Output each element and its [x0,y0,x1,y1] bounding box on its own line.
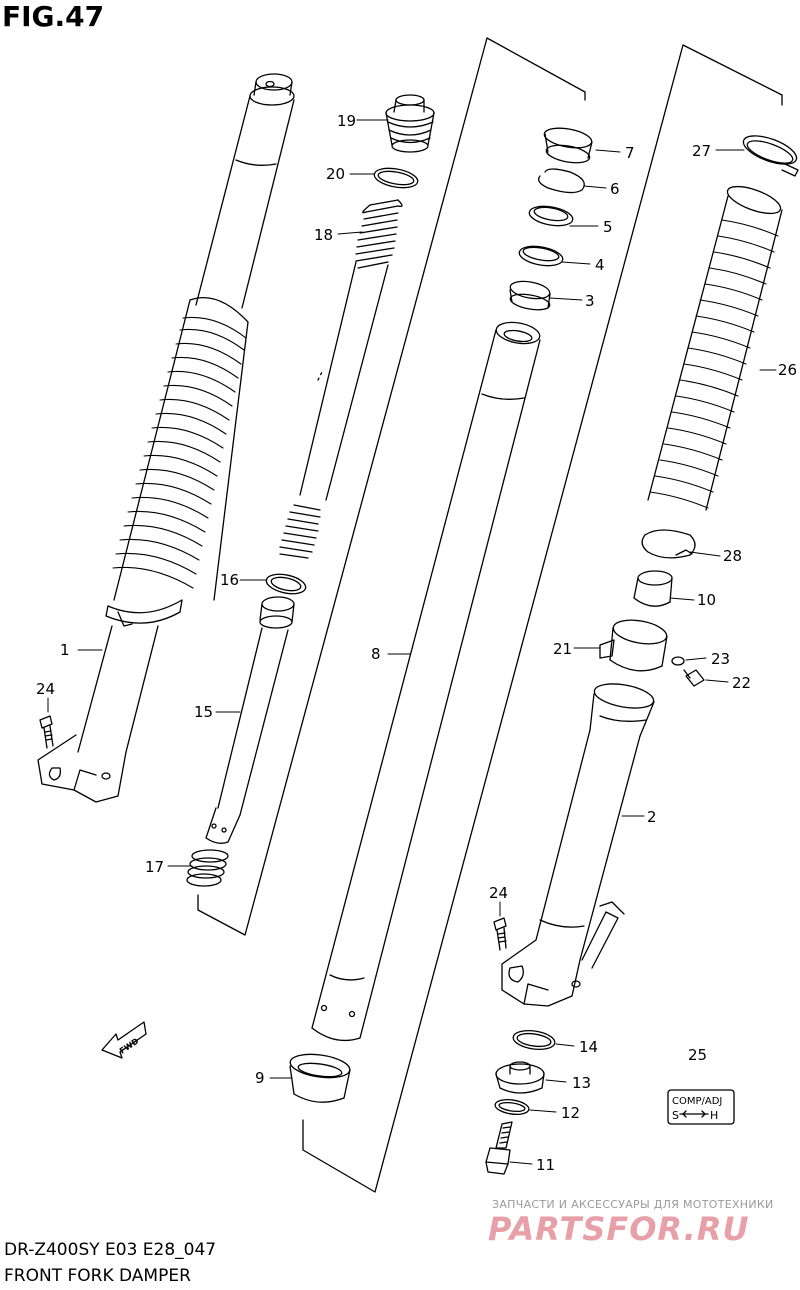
badge-line1: COMP/ADJ [672,1096,722,1107]
damper-group-frame [197,37,586,936]
watermark-tagline: ЗАПЧАСТИ И АКСЕССУАРЫ ДЛЯ МОТОТЕХНИКИ [492,1198,774,1211]
callout-25: 25 [688,1046,707,1064]
part-23-washer[interactable] [671,656,685,666]
callout-2: 2 [647,808,657,826]
callout-16: 16 [220,571,239,589]
part-8-inner-tube[interactable] [311,319,541,1042]
callout-13: 13 [572,1074,591,1092]
diagram-code: DR-Z400SY E03 E28_047 [4,1240,217,1260]
part-1-fork-assembly[interactable] [37,73,295,803]
diagram-name: FRONT FORK DAMPER [4,1266,191,1286]
part-19-cap-bolt[interactable] [385,94,435,153]
part-27-clamp[interactable] [740,130,800,177]
inner-tube-group-frame [302,44,783,1193]
comp-adj-badge [667,1089,735,1125]
part-28-retaining-ring[interactable] [641,529,696,559]
part-10-guide[interactable] [633,570,673,607]
part-17-spring[interactable] [186,849,229,887]
part-21-axle-holder-clamp[interactable] [599,616,668,672]
part-spring-lower-coils[interactable] [279,504,321,559]
callout-24-right: 24 [489,884,508,902]
callout-24-left: 24 [36,680,55,698]
part-13-base-valve[interactable] [495,1061,545,1094]
part-damper-rod[interactable] [299,261,389,501]
part-14-o-ring[interactable] [512,1028,556,1052]
callout-18: 18 [314,226,333,244]
watermark-logo: PARTSFOR.RU [488,1210,750,1248]
fwd-direction-arrow [101,1021,147,1059]
callout-1: 1 [60,641,70,659]
callout-14: 14 [579,1038,598,1056]
callout-26: 26 [778,361,797,379]
badge-h: H [710,1109,718,1122]
figure-title: FIG.47 [2,0,105,33]
callout-15: 15 [194,703,213,721]
callout-23: 23 [711,650,730,668]
callout-19: 19 [337,112,356,130]
part-2-outer-tube[interactable] [501,680,655,1007]
part-5-washer[interactable] [528,203,574,228]
part-22-bolt[interactable] [683,669,705,687]
callout-4: 4 [595,256,605,274]
part-7-seal[interactable] [543,125,593,166]
callout-5: 5 [603,218,613,236]
part-4-bushing[interactable] [518,243,564,268]
part-18-rebound-spring[interactable] [355,199,403,269]
callout-8: 8 [371,645,381,663]
callout-3: 3 [585,292,595,310]
part-15-cartridge[interactable] [205,596,295,844]
callout-17: 17 [145,858,164,876]
part-3-bushing[interactable] [509,279,551,313]
callout-27: 27 [692,142,711,160]
callout-22: 22 [732,674,751,692]
part-26-dust-boot[interactable] [647,181,784,511]
callout-20: 20 [326,165,345,183]
part-6-stopper-ring[interactable] [537,168,585,194]
callout-11: 11 [536,1156,555,1174]
callout-28: 28 [723,547,742,565]
badge-s: S [672,1109,679,1122]
part-20-o-ring[interactable] [373,165,419,190]
callout-10: 10 [697,591,716,609]
callout-6: 6 [610,180,620,198]
callout-21: 21 [553,640,572,658]
part-16-ring[interactable] [265,571,308,597]
part-12-o-ring[interactable] [494,1098,530,1117]
leader-lines [47,119,777,1165]
part-24-bolt[interactable] [39,715,54,749]
callout-7: 7 [625,144,635,162]
part-11-adjuster-bolt[interactable] [485,1121,513,1175]
part-24-bolt-lower[interactable] [493,917,507,951]
part-9-collar[interactable] [289,1051,351,1103]
callout-9: 9 [255,1069,265,1087]
callout-12: 12 [561,1104,580,1122]
